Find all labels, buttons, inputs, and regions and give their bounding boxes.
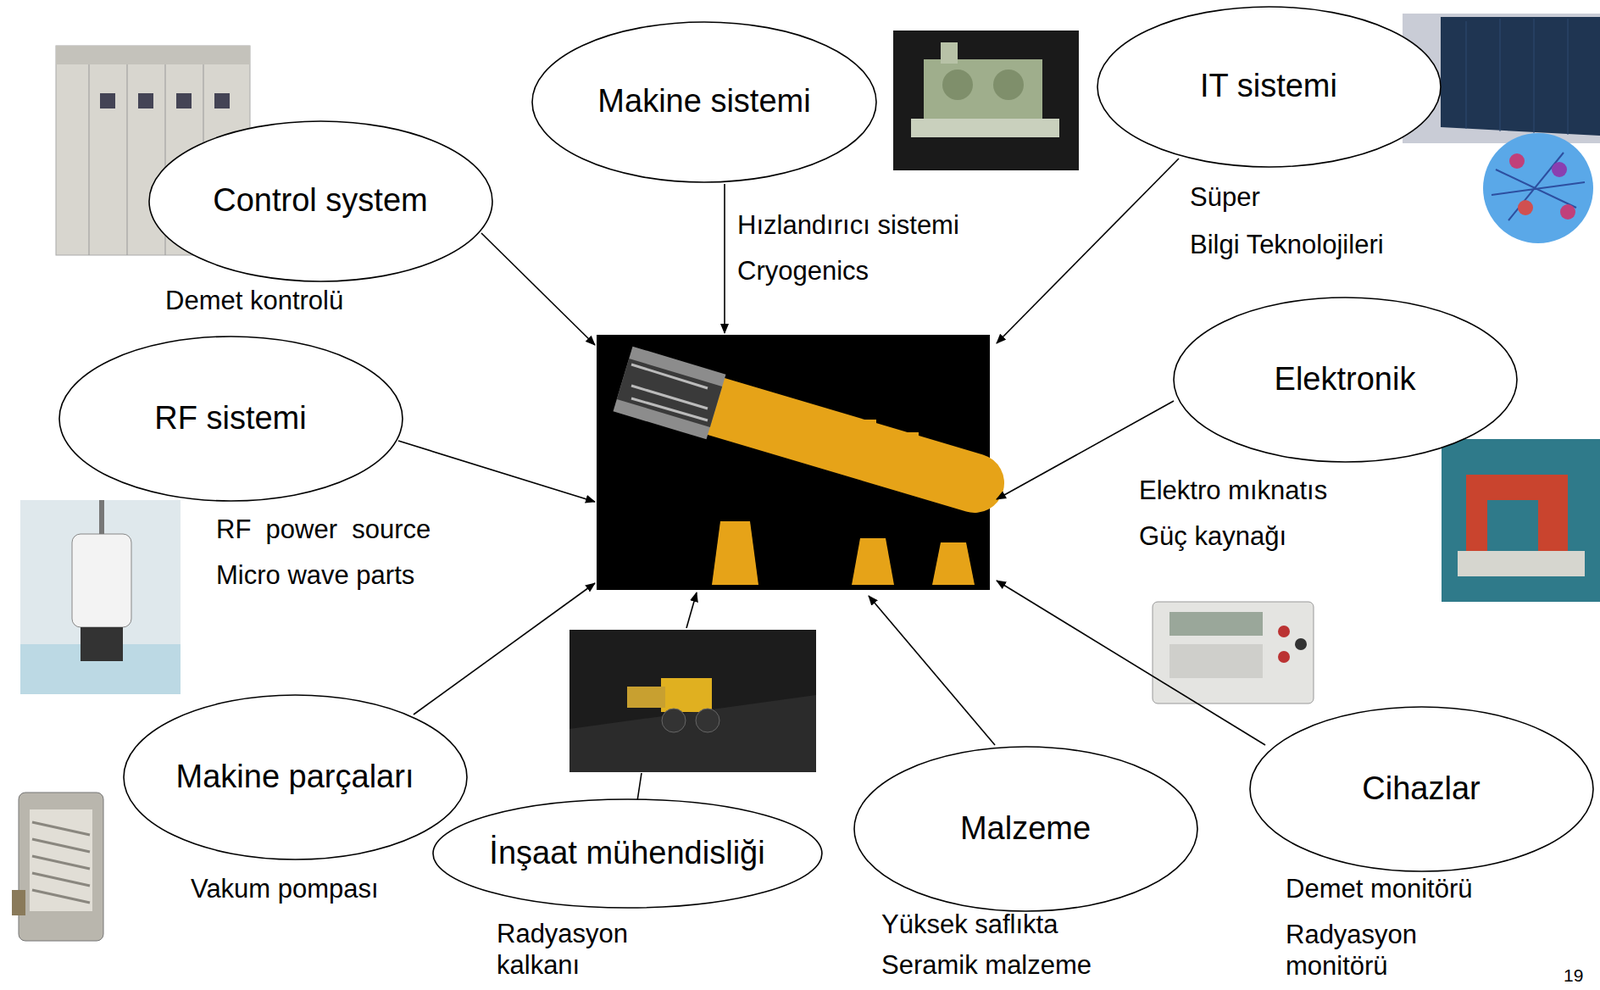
ellipse-node: IT sistemi	[1095, 5, 1443, 169]
sub-label: Hızlandırıcı sistemi	[737, 209, 960, 241]
ellipse-node: Elektronik	[1172, 295, 1519, 464]
multimeter-icon	[1152, 601, 1314, 704]
node-text: Makine parçaları	[176, 758, 415, 796]
ellipse-shape	[1173, 297, 1517, 462]
machine-photo	[893, 30, 1079, 171]
ellipse-node: RF sistemi	[57, 334, 405, 503]
sub-label: Elektro mıknatıs	[1138, 474, 1328, 506]
node-label: Elektronik	[1274, 361, 1417, 399]
ellipse-shape	[433, 799, 823, 908]
sub-label: Bilgi Teknolojileri	[1189, 228, 1384, 261]
arrow	[868, 595, 995, 745]
node-text: RF sistemi	[154, 400, 306, 438]
sub-label: Radyasyon kalkanı	[496, 917, 667, 981]
node-text: IT sistemi	[1200, 67, 1338, 106]
cryomodule-illustration	[596, 334, 990, 590]
ellipse-shape	[149, 121, 493, 282]
node-text: İnşaat mühendisliği	[488, 834, 765, 873]
sub-label: Demet monitörü	[1285, 872, 1473, 905]
node-text: Cihazlar	[1361, 770, 1480, 808]
arrow	[398, 440, 595, 502]
ellipse-shape	[123, 694, 467, 860]
node-label: Makine parçaları	[176, 758, 415, 796]
node-text: Malzeme	[960, 810, 1091, 848]
ellipse-shape	[854, 746, 1198, 912]
sub-label: RF power source	[216, 513, 431, 545]
magnet-photo	[1441, 438, 1600, 602]
node-text: Makine sistemi	[597, 83, 811, 121]
arrow	[686, 592, 697, 628]
network-icon	[1483, 133, 1594, 244]
arrow	[996, 580, 1266, 745]
ellipse-node: Makine sistemi	[530, 20, 878, 184]
sub-label: Demet kontrolü	[165, 284, 344, 317]
ellipse-shape	[1097, 6, 1441, 167]
ellipse-shape	[1250, 706, 1594, 872]
ellipse-node: Malzeme	[852, 744, 1200, 913]
vacuum-pump-icon	[11, 792, 104, 941]
sub-label: Güç kaynağı	[1138, 520, 1287, 552]
node-label: Control system	[212, 182, 428, 220]
rf-source-photo	[20, 500, 181, 695]
node-label: İnşaat mühendisliği	[488, 834, 765, 873]
node-label: Cihazlar	[1361, 770, 1480, 808]
node-label: RF sistemi	[154, 400, 306, 438]
sub-label: Vakum pompası	[190, 872, 379, 905]
node-label: Malzeme	[960, 810, 1091, 848]
node-label: Makine sistemi	[597, 83, 811, 121]
arrow	[996, 158, 1179, 344]
arrow	[723, 183, 726, 334]
sub-label: Yüksek saflıkta	[881, 908, 1058, 940]
sub-label: Süper	[1189, 181, 1261, 213]
arrow	[481, 233, 595, 345]
arrow	[413, 583, 595, 715]
ellipse-node: Control system	[147, 119, 495, 284]
arrows	[398, 158, 1266, 801]
node-label: IT sistemi	[1200, 67, 1338, 106]
ellipse-node: İnşaat mühendisliği	[431, 797, 824, 910]
page-number: 19	[1563, 964, 1584, 986]
construction-photo	[569, 629, 817, 773]
leader-line	[637, 772, 642, 801]
ellipse-node: Makine parçaları	[122, 693, 469, 862]
sub-label: Seramik malzeme	[881, 949, 1092, 981]
node-text: Elektronik	[1274, 361, 1417, 399]
node-text: Control system	[212, 182, 428, 220]
ellipse-node: Cihazlar	[1248, 705, 1595, 873]
sub-label: Micro wave parts	[216, 559, 415, 591]
ellipse-shape	[532, 22, 877, 183]
ellipse-shape	[59, 336, 403, 501]
sub-label: Radyasyon monitörü	[1285, 918, 1473, 982]
sub-label: Cryogenics	[737, 255, 869, 287]
